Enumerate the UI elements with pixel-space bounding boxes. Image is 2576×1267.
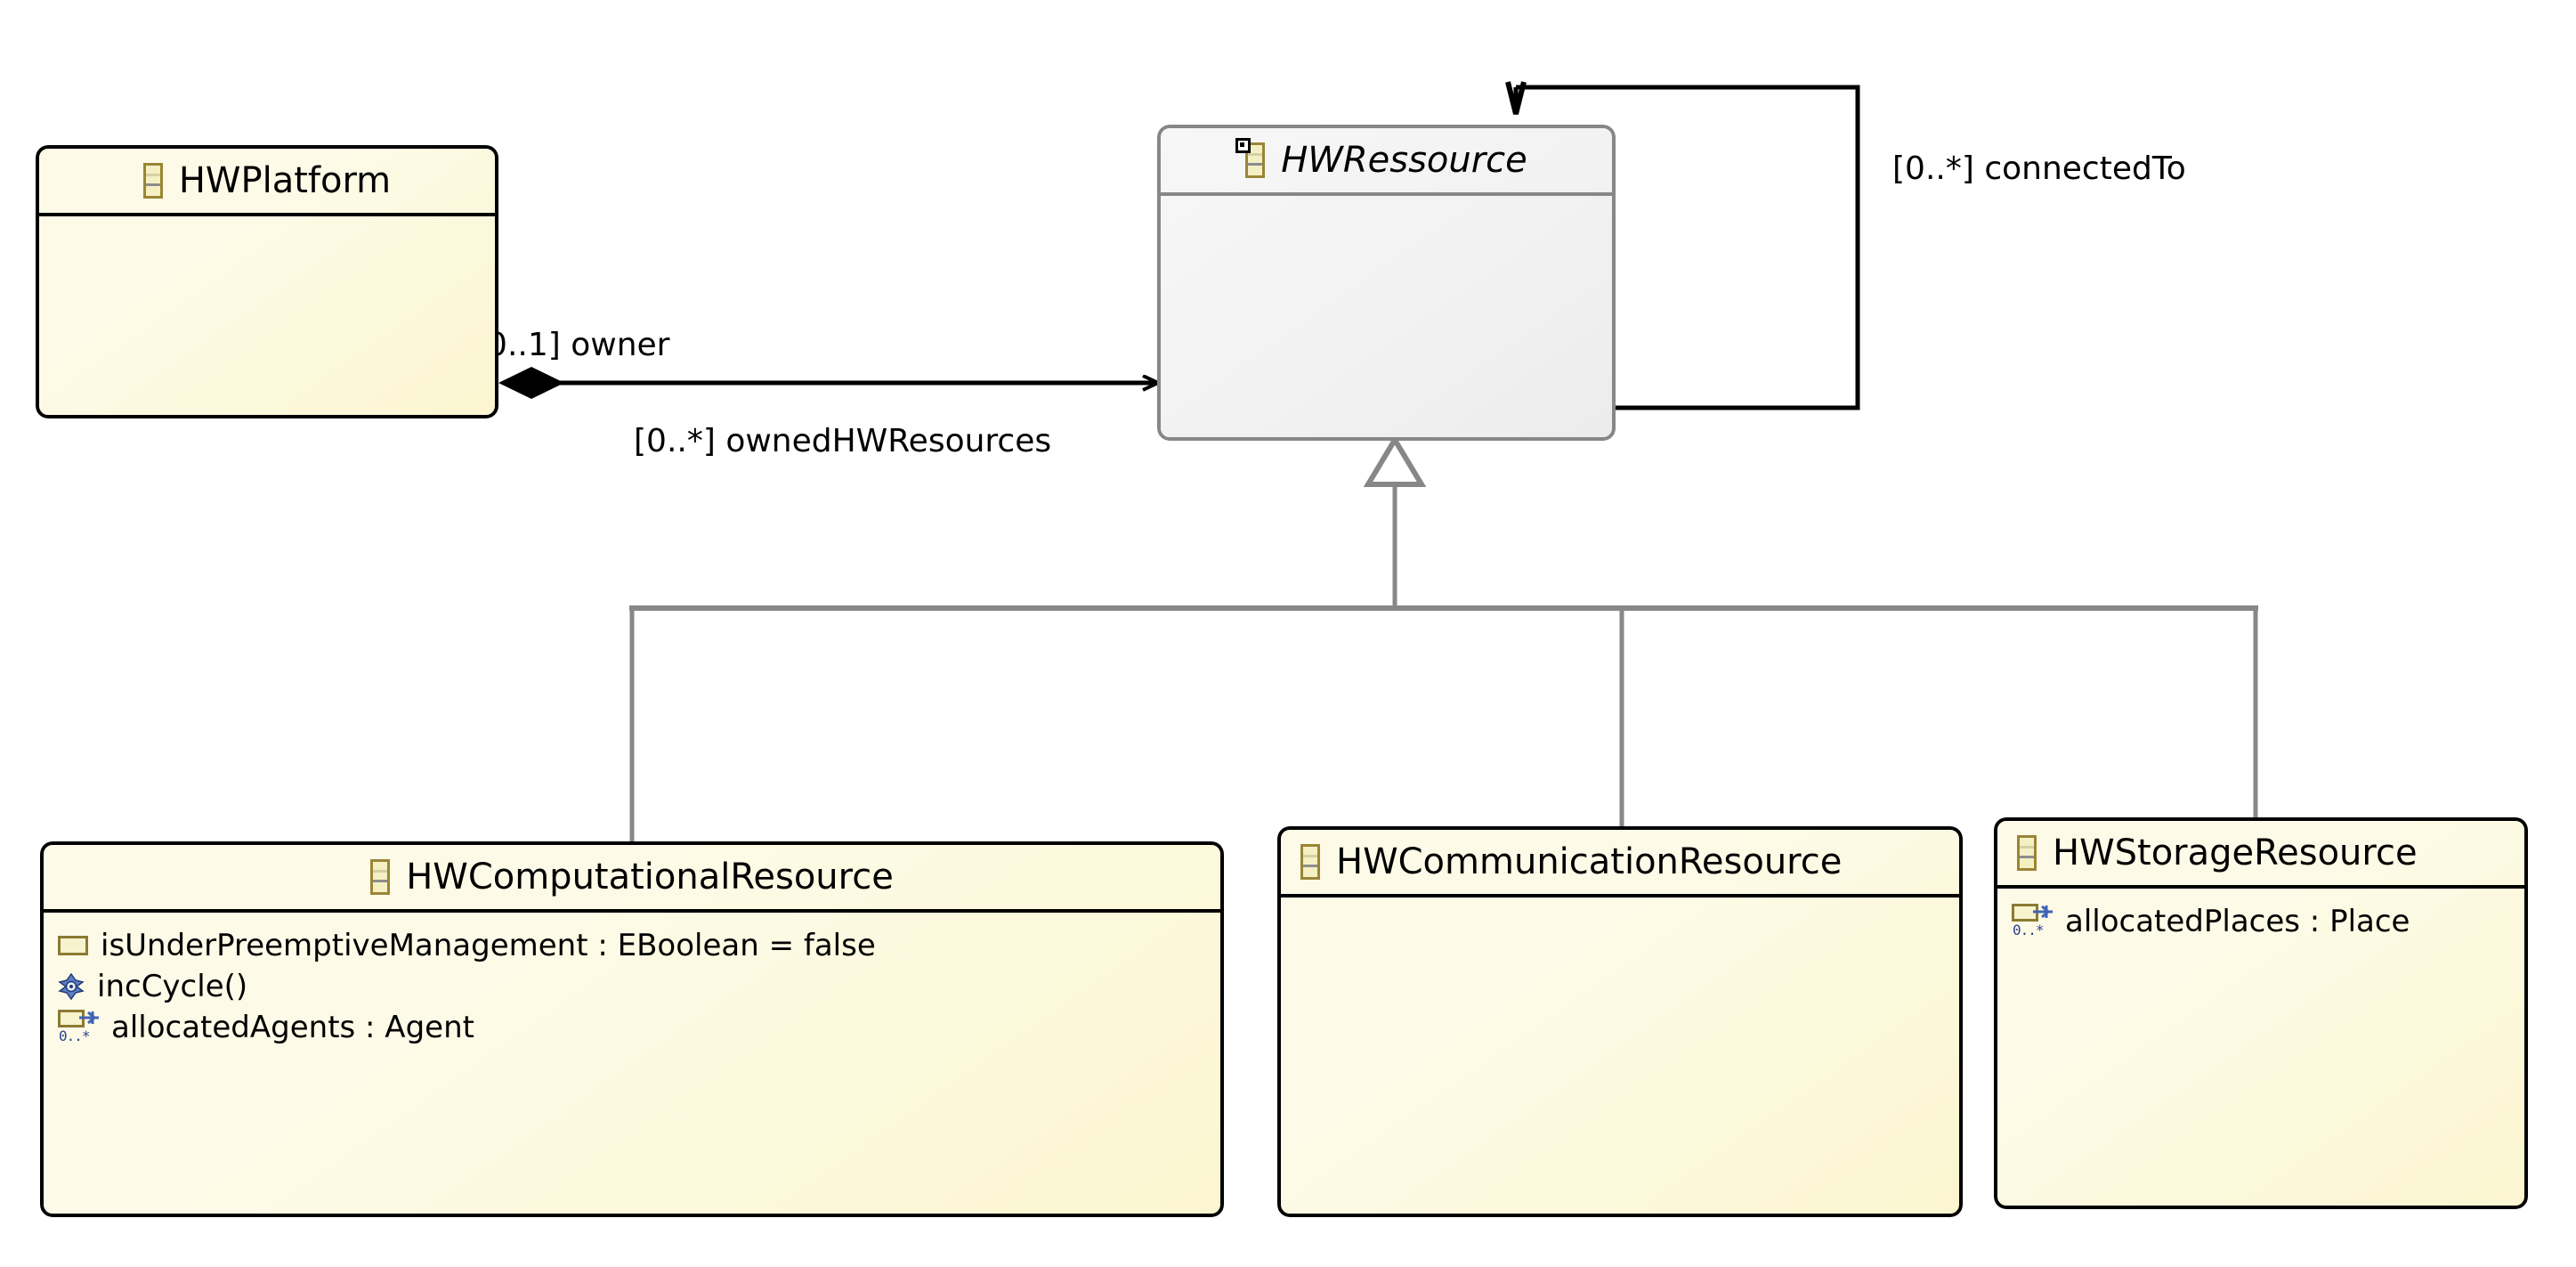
class-name-label: HWCommunicationResource — [1336, 841, 1843, 882]
node-frame: HWComputationalResource isUnderPreemptiv… — [40, 841, 1224, 1217]
edge-label-owner: [0..1] owner — [474, 327, 670, 363]
ereference-icon: 0..* — [58, 1008, 99, 1047]
class-members — [1281, 897, 1959, 1214]
class-node-hwplatform[interactable]: HWPlatform — [36, 145, 498, 418]
class-members — [39, 216, 495, 415]
member-label: allocatedPlaces : Place — [2065, 904, 2410, 939]
ereference-icon: 0..* — [2012, 902, 2053, 941]
edge-label-connected-to: [0..*] connectedTo — [1892, 150, 2186, 187]
class-node-hwstorageresource[interactable]: HWStorageResource 0..* allocatedPlaces :… — [1994, 817, 2528, 1209]
class-title-band: HWRessource — [1161, 128, 1612, 196]
class-name-label: HWComputationalResource — [406, 857, 894, 897]
reference-multiplicity: 0..* — [2013, 922, 2045, 938]
class-node-hwressource[interactable]: HWRessource — [1157, 125, 1616, 441]
eclass-icon — [1235, 138, 1266, 178]
class-members: 0..* allocatedPlaces : Place — [1997, 889, 2524, 1206]
node-frame: HWPlatform — [36, 145, 498, 418]
eclass-icon — [1300, 844, 1320, 880]
class-title-band: HWPlatform — [39, 149, 495, 216]
member-label: allocatedAgents : Agent — [111, 1010, 474, 1045]
operation-row[interactable]: incCycle() — [44, 966, 1220, 1007]
reference-row[interactable]: 0..* allocatedPlaces : Place — [1997, 901, 2524, 942]
node-frame: HWCommunicationResource — [1277, 826, 1963, 1217]
class-node-hwcomputationalresource[interactable]: HWComputationalResource isUnderPreemptiv… — [40, 841, 1224, 1217]
eclass-icon — [370, 859, 391, 895]
class-title-band: HWComputationalResource — [44, 845, 1220, 913]
class-name-label: HWRessource — [1281, 140, 1527, 181]
reference-multiplicity: 0..* — [59, 1027, 91, 1044]
reference-row[interactable]: 0..* allocatedAgents : Agent — [44, 1007, 1220, 1048]
eoperation-icon — [58, 972, 85, 1001]
edge-composition-owner[interactable] — [498, 367, 1157, 399]
eattribute-icon — [58, 936, 88, 955]
edge-generalization-tree[interactable] — [629, 435, 2258, 841]
class-title-band: HWCommunicationResource — [1281, 830, 1959, 897]
class-members: isUnderPreemptiveManagement : EBoolean =… — [44, 913, 1220, 1214]
class-members — [1161, 196, 1612, 437]
edge-label-owned-hw-resources: [0..*] ownedHWResources — [634, 423, 1052, 459]
node-frame: HWRessource — [1157, 125, 1616, 441]
eclass-icon — [142, 163, 163, 199]
class-name-label: HWStorageResource — [2053, 832, 2418, 873]
attribute-row[interactable]: isUnderPreemptiveManagement : EBoolean =… — [44, 925, 1220, 966]
member-label: incCycle() — [97, 969, 248, 1004]
class-name-label: HWPlatform — [178, 160, 392, 201]
member-label: isUnderPreemptiveManagement : EBoolean =… — [101, 928, 876, 963]
class-node-hwcommunicationresource[interactable]: HWCommunicationResource — [1277, 826, 1963, 1217]
eclass-icon — [2017, 835, 2037, 871]
abstract-badge-icon — [1235, 138, 1252, 153]
class-title-band: HWStorageResource — [1997, 821, 2524, 889]
node-frame: HWStorageResource 0..* allocatedPlaces :… — [1994, 817, 2528, 1209]
